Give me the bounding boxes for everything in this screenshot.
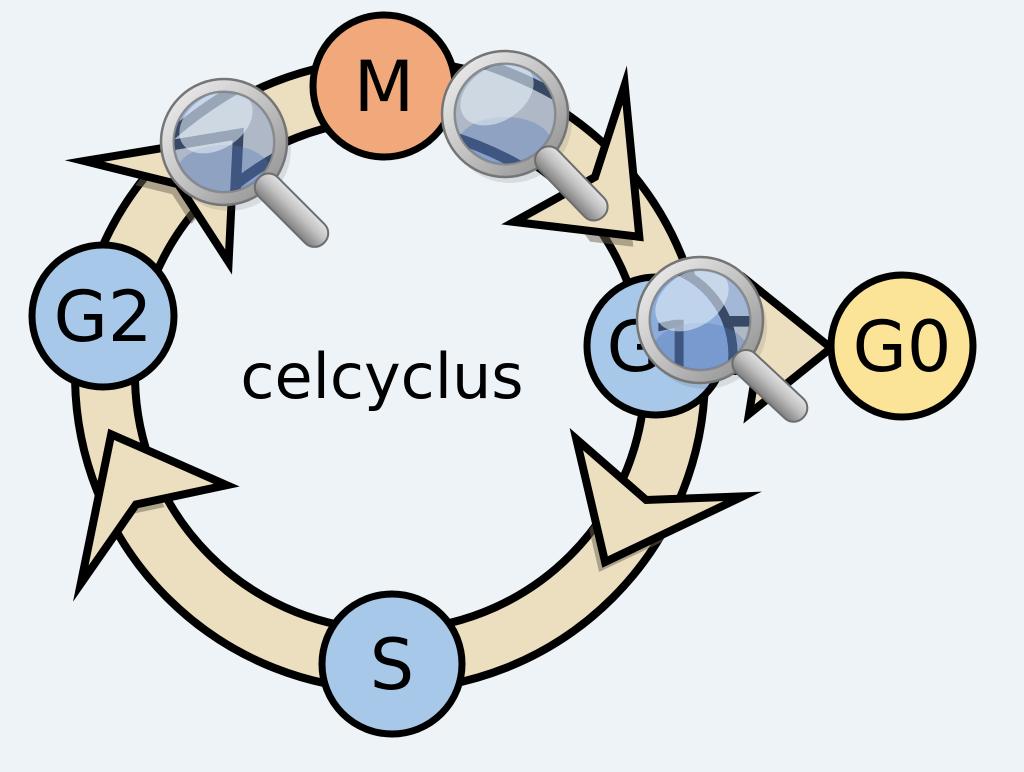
- magnifying-glass-icon: [159, 77, 330, 248]
- magnifying-glass-icon: [440, 49, 609, 222]
- magnifying-glass-icon: [635, 255, 809, 423]
